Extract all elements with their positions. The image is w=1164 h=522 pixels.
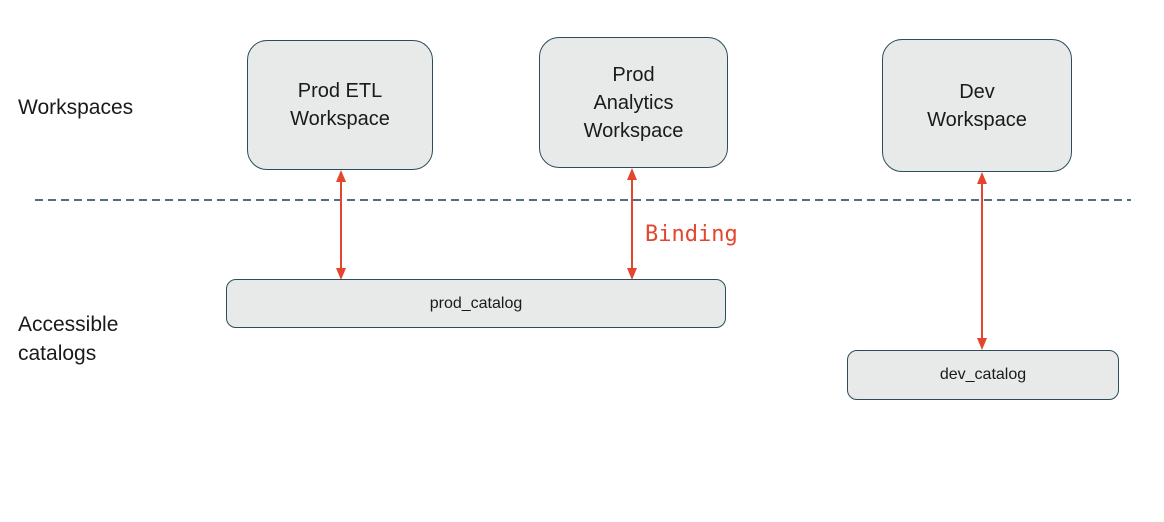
binding-arrow-prod-analytics bbox=[627, 168, 637, 280]
workspace-box-dev-label: Dev Workspace bbox=[927, 80, 1027, 131]
binding-arrow-dev bbox=[977, 172, 987, 350]
binding-label: Binding bbox=[645, 222, 738, 247]
workspace-box-prod-analytics: Prod Analytics Workspace bbox=[539, 37, 728, 168]
workspace-box-prod-analytics-label: Prod Analytics Workspace bbox=[583, 63, 684, 142]
catalog-box-prod-label: prod_catalog bbox=[429, 294, 523, 312]
binding-arrow-prod-etl bbox=[336, 170, 346, 280]
workspace-box-prod-etl: Prod ETL Workspace bbox=[247, 40, 433, 170]
catalog-box-dev-label: dev_catalog bbox=[939, 366, 1027, 383]
workspace-box-dev: Dev Workspace bbox=[882, 39, 1072, 172]
catalog-box-prod: prod_catalog bbox=[226, 279, 726, 328]
accessible-catalogs-row-label: Accessible catalogs bbox=[18, 313, 119, 365]
workspace-box-prod-etl-label: Prod ETL Workspace bbox=[290, 80, 390, 130]
workspace-catalog-divider-dashed-line bbox=[35, 199, 1131, 201]
workspaces-row-label: Workspaces bbox=[18, 96, 134, 119]
catalog-box-dev: dev_catalog bbox=[847, 350, 1119, 400]
